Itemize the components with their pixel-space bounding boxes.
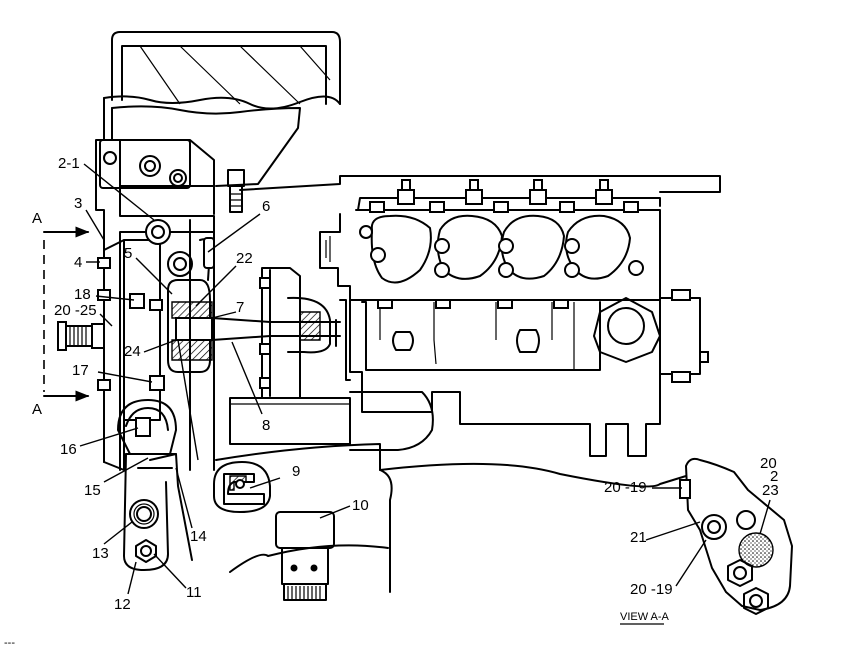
- seal-detail: [213, 461, 271, 513]
- callout-15: 15: [84, 482, 101, 499]
- callout-labels: 2-1 3 4 5 6 7 8 9 10 11 12 13 14 15 16 1…: [4, 155, 779, 647]
- callout-20-25: 20 -25: [54, 302, 97, 319]
- pump-body: [229, 175, 721, 457]
- callout-20: 20: [760, 455, 777, 472]
- callout-20-19-top: 20 -19: [604, 479, 647, 496]
- callout-3: 3: [74, 195, 82, 212]
- view-marker-a-top: A: [32, 210, 42, 227]
- callout-2: 2: [770, 468, 778, 485]
- governor-housing: [95, 31, 341, 471]
- plug-assembly: [275, 511, 335, 601]
- callout-4: 4: [74, 254, 82, 271]
- callout-11: 11: [186, 584, 202, 601]
- callout-9: 9: [292, 463, 300, 480]
- callout-7: 7: [236, 299, 244, 316]
- view-caption: VIEW A-A: [620, 611, 670, 623]
- reference-outline: [215, 443, 687, 593]
- callout-20-19-bottom: 20 -19: [630, 581, 673, 598]
- callout-6: 6: [262, 198, 270, 215]
- callout-24: 24: [124, 343, 141, 360]
- callout-13: 13: [92, 545, 109, 562]
- page-mark: ---: [4, 637, 15, 647]
- view-marker-a-bottom: A: [32, 401, 42, 418]
- callout-23: 23: [762, 482, 779, 499]
- section-markers: [43, 226, 90, 402]
- callout-22: 22: [236, 250, 253, 267]
- callout-18: 18: [74, 286, 91, 303]
- leader-lines: [79, 163, 771, 595]
- view-a-a-detail: [620, 457, 793, 625]
- callout-14: 14: [190, 528, 207, 545]
- callout-2-1: 2-1: [58, 155, 80, 172]
- callout-8: 8: [262, 417, 270, 434]
- callout-10: 10: [352, 497, 369, 514]
- callout-12: 12: [114, 596, 131, 613]
- callout-16: 16: [60, 441, 77, 458]
- drive-coupling: [167, 219, 271, 471]
- callout-17: 17: [72, 362, 89, 379]
- callout-5: 5: [124, 245, 132, 262]
- mounting-bracket: [117, 399, 193, 571]
- callout-21: 21: [630, 529, 647, 546]
